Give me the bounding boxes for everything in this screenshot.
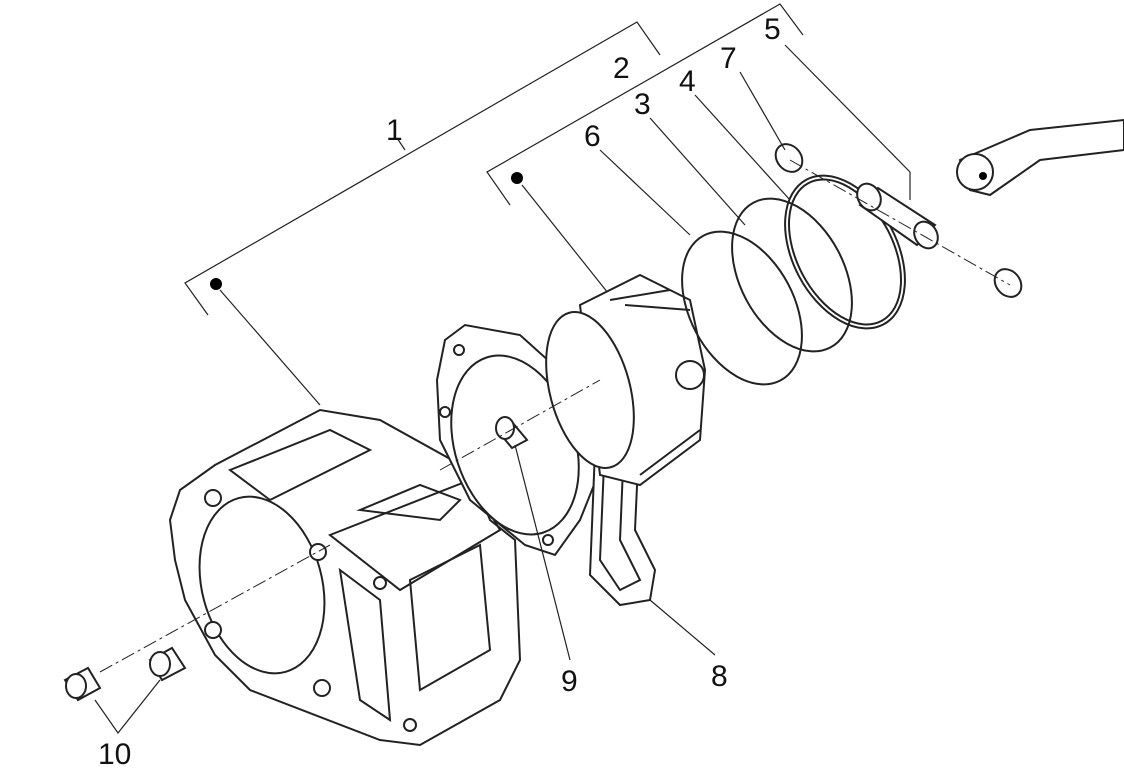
piston-ring-6 xyxy=(681,230,803,386)
callout-10: 10 xyxy=(98,738,131,768)
callout-2: 2 xyxy=(613,52,630,85)
bracket-group-1 xyxy=(184,21,661,406)
callout-4: 4 xyxy=(679,65,696,98)
callout-6: 6 xyxy=(584,120,601,153)
callout-7: 7 xyxy=(720,42,737,75)
circlip-upper xyxy=(774,143,804,173)
bracket-group-2 xyxy=(486,3,804,294)
callout-8: 8 xyxy=(711,660,728,693)
callout-9: 9 xyxy=(561,665,578,698)
circlip-lower xyxy=(993,268,1023,298)
callout-3: 3 xyxy=(634,88,651,121)
connecting-rod xyxy=(956,118,1124,197)
piston-ring-3 xyxy=(731,197,853,353)
callout-1: 1 xyxy=(386,114,403,147)
piston xyxy=(545,273,707,487)
piston-pin xyxy=(856,182,939,250)
cylinder-block xyxy=(168,408,522,747)
dowel-pins-10 xyxy=(63,646,187,702)
callout-5: 5 xyxy=(764,13,781,46)
